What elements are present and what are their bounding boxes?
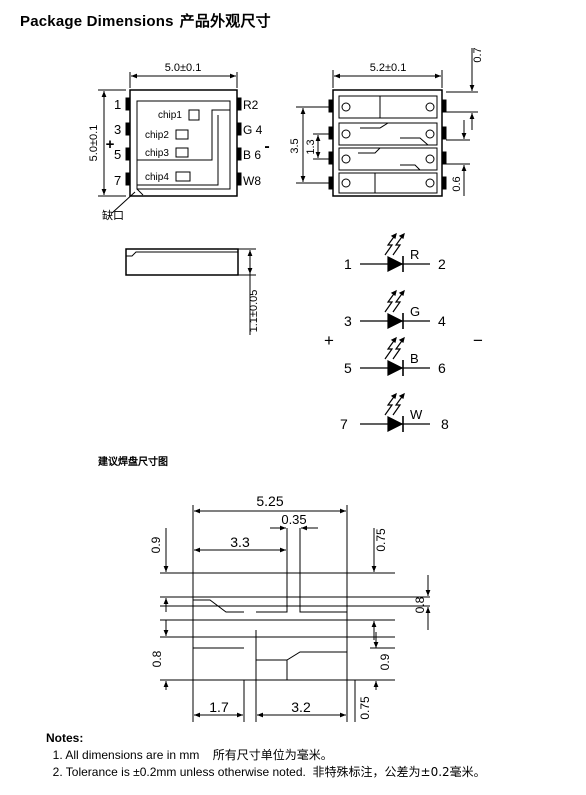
footprint-drawing: [160, 505, 431, 722]
circuit-pin-4: 4: [438, 313, 446, 329]
led-w-symbol: [360, 392, 430, 432]
pin-label-b6: B 6: [243, 148, 261, 162]
circuit-label-r: R: [410, 247, 419, 262]
pin-label-r2: R2: [243, 98, 259, 112]
pin-label-5: 5: [114, 147, 121, 162]
circuit-label-g: G: [410, 304, 420, 319]
bottom-view: [296, 48, 478, 197]
top-height-dim: 5.0±0.1: [88, 125, 100, 162]
title-zh: 产品外观尺寸: [179, 12, 271, 30]
top-minus-sign: -: [264, 138, 269, 155]
note-2-zh: 非特殊标注，公差为±0.2毫米。: [312, 765, 486, 779]
note-2-en: 2. Tolerance is ±0.2mm unless otherwise …: [52, 765, 306, 779]
side-view: [125, 248, 256, 335]
note-item-1: 1. All dimensions are in mm 所有尺寸单位为毫米。: [46, 747, 486, 764]
circuit-minus-sign: −: [473, 331, 483, 350]
fp-dim-0-35: 0.35: [281, 512, 306, 527]
led-r-symbol: [360, 232, 430, 272]
fp-dim-0-9-top: 0.9: [149, 536, 163, 553]
fp-dim-0-75-bottom: 0.75: [358, 696, 372, 720]
chip-label-2: chip2: [145, 130, 169, 141]
title-en: Package Dimensions: [20, 13, 174, 30]
pin-label-3: 3: [114, 122, 121, 137]
fp-dim-5-25: 5.25: [256, 493, 283, 509]
footprint-heading: 建议焊盘尺寸图: [97, 455, 168, 468]
circuit-pin-8: 8: [441, 416, 449, 432]
circuit-pin-5: 5: [344, 360, 352, 376]
bottom-dim-0-6: 0.6: [451, 176, 463, 191]
bottom-dim-1-3: 1.3: [305, 139, 317, 154]
bottom-dim-0-7: 0.7: [472, 47, 484, 62]
led-circuit: [360, 232, 430, 432]
led-g-symbol: [360, 289, 430, 329]
circuit-pin-7: 7: [340, 416, 348, 432]
note-1-zh: 所有尺寸单位为毫米。: [212, 748, 333, 762]
pin-label-1: 1: [114, 97, 121, 112]
fp-dim-0-8-left: 0.8: [150, 650, 164, 667]
pin-label-g4: G 4: [243, 123, 263, 137]
fp-dim-3-3: 3.3: [230, 534, 250, 550]
fp-dim-0-8-right: 0.8: [413, 596, 427, 613]
note-item-2: 2. Tolerance is ±0.2mm unless otherwise …: [46, 764, 486, 781]
circuit-label-b: B: [410, 351, 419, 366]
bottom-width-dim: 5.2±0.1: [370, 62, 407, 74]
circuit-pin-6: 6: [438, 360, 446, 376]
top-plus-sign: +: [106, 136, 115, 153]
chip-label-3: chip3: [145, 148, 169, 159]
fp-dim-1-7: 1.7: [209, 699, 229, 715]
fp-dim-3-2: 3.2: [291, 699, 311, 715]
pin-label-7: 7: [114, 173, 121, 188]
circuit-plus-sign: +: [324, 331, 334, 350]
circuit-pin-2: 2: [438, 256, 446, 272]
top-view: [98, 72, 242, 214]
circuit-label-w: W: [410, 407, 423, 422]
led-b-symbol: [360, 336, 430, 376]
circuit-pin-3: 3: [344, 313, 352, 329]
bottom-dim-3-5: 3.5: [289, 138, 301, 153]
notch-label: 缺口: [102, 208, 124, 222]
chip-label-1: chip1: [158, 110, 182, 121]
page-title: Package Dimensions 产品外观尺寸: [20, 10, 271, 31]
circuit-pin-1: 1: [344, 256, 352, 272]
chip-label-4: chip4: [145, 172, 169, 183]
fp-dim-0-9-right: 0.9: [378, 653, 392, 670]
top-width-dim: 5.0±0.1: [165, 62, 202, 74]
pin-label-w8: W8: [243, 174, 261, 188]
fp-dim-0-75-top: 0.75: [374, 528, 388, 552]
side-height-dim: 1.1±0.05: [248, 290, 260, 333]
note-1-en: 1. All dimensions are in mm: [52, 748, 200, 762]
notes-heading: Notes:: [46, 731, 84, 745]
notes-section: Notes: 1. All dimensions are in mm 所有尺寸单…: [46, 730, 486, 781]
